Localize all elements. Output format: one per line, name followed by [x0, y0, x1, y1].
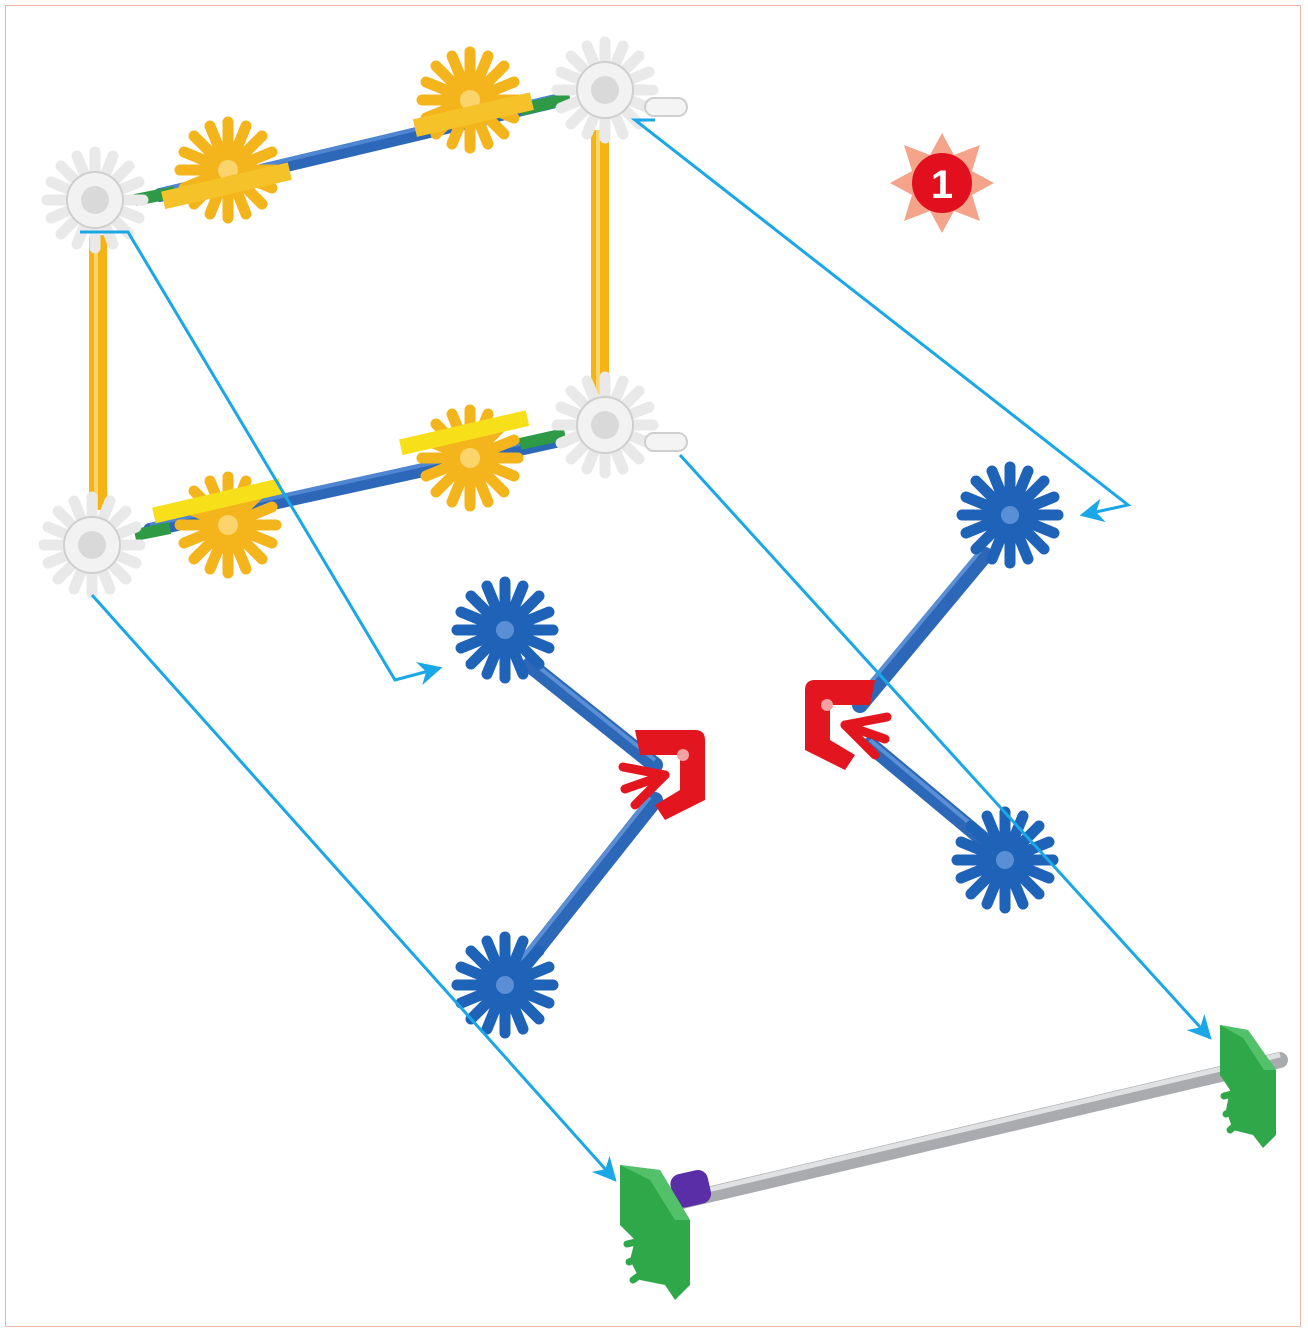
white-connector-bottom-left: [44, 497, 140, 593]
grey-rod: [657, 1052, 1288, 1213]
step-number: 1: [931, 163, 953, 207]
white-connector-top-left: [47, 152, 143, 248]
yellow-connector: [412, 52, 534, 148]
yellow-connector: [152, 477, 283, 573]
white-connector-top-right: [557, 42, 688, 138]
step-circle: [912, 153, 972, 213]
step-badge: 1: [890, 133, 994, 233]
yellow-connector: [161, 122, 292, 218]
guide-line: [678, 453, 1212, 1040]
green-rod: [518, 428, 567, 450]
blue-connector: [457, 582, 553, 678]
green-connector: [620, 1165, 690, 1300]
guide-line: [630, 118, 1132, 523]
green-connector: [1220, 1025, 1276, 1148]
yellow-connector: [399, 410, 530, 506]
green-rod: [133, 522, 172, 541]
guide-lines: [80, 118, 1212, 1182]
white-connector-bottom-right: [557, 377, 688, 473]
blue-connector: [957, 812, 1053, 908]
blue-arm-left: [457, 582, 705, 1033]
guide-line: [80, 230, 443, 686]
blue-arm-right: [805, 467, 1058, 908]
purple-spacer: [670, 1169, 712, 1208]
axle-assembly: [620, 1025, 1288, 1300]
page-border: [5, 5, 1301, 1327]
red-corner-connector: [805, 680, 892, 770]
red-corner-connector: [618, 730, 705, 820]
blue-connector: [962, 467, 1058, 563]
blue-connector: [457, 937, 553, 1033]
frame-assembly: [44, 42, 688, 593]
guide-line: [90, 594, 617, 1182]
